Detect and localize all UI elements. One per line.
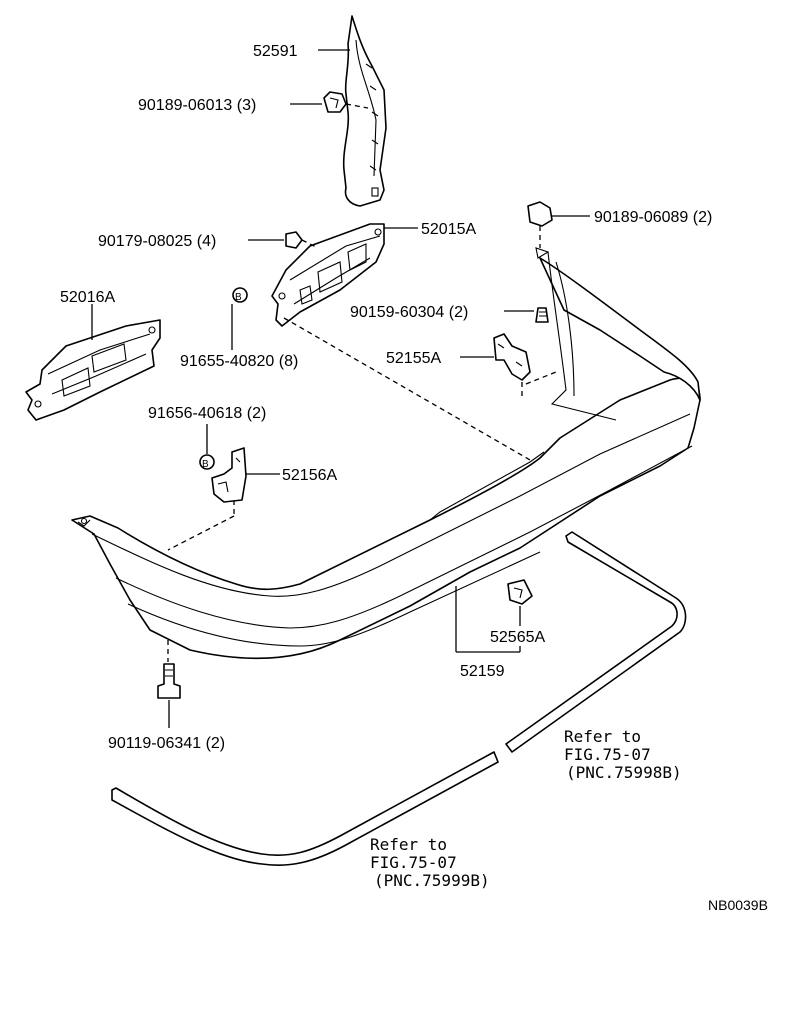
part-52155A-bracket: 52155A bbox=[386, 333, 557, 396]
reference-note-right: Refer to FIG.75-07 (PNC.75998B) bbox=[564, 727, 682, 782]
part-91655-40820: B 91655-40820 (8) bbox=[180, 287, 298, 370]
ref-right-line1: Refer to bbox=[564, 727, 641, 746]
label-90189-06089: 90189-06089 (2) bbox=[594, 209, 712, 226]
label-52591: 52591 bbox=[253, 43, 298, 60]
label-52159: 52159 bbox=[460, 663, 505, 680]
marker-b-upper: B bbox=[235, 292, 242, 303]
molding-left bbox=[111, 751, 499, 866]
ref-left-line1: Refer to bbox=[370, 835, 447, 854]
callout-52159: 52159 bbox=[455, 586, 521, 680]
reference-note-left: Refer to FIG.75-07 (PNC.75999B) bbox=[370, 835, 490, 890]
part-90179-08025-nut: 90179-08025 (4) bbox=[98, 231, 319, 250]
part-90189-06089-clip: 90189-06089 (2) bbox=[527, 201, 712, 248]
part-90189-06013-clip: 90189-06013 (3) bbox=[138, 91, 369, 114]
part-90159-60304-screw: 90159-60304 (2) bbox=[350, 304, 549, 323]
label-90119-06341: 90119-06341 (2) bbox=[108, 735, 225, 752]
ref-left-line3: (PNC.75999B) bbox=[374, 871, 490, 890]
ref-right-line2: FIG.75-07 bbox=[564, 745, 651, 764]
part-52156A-bracket: 52156A bbox=[211, 447, 337, 503]
label-90159-60304: 90159-60304 (2) bbox=[350, 304, 468, 321]
ref-left-line2: FIG.75-07 bbox=[370, 853, 457, 872]
label-90179-08025: 90179-08025 (4) bbox=[98, 233, 216, 250]
part-52016A-bracket: 52016A bbox=[25, 289, 161, 421]
assembly-leader-lines bbox=[167, 317, 531, 662]
label-91655-40820: 91655-40820 (8) bbox=[180, 353, 298, 370]
part-52159-bumper-cover bbox=[71, 247, 701, 660]
label-52156A: 52156A bbox=[282, 467, 337, 484]
ref-right-line3: (PNC.75998B) bbox=[566, 763, 682, 782]
part-52015A-bracket bbox=[271, 223, 385, 327]
molding-right bbox=[505, 531, 687, 753]
part-91656-40618: B 91656-40618 (2) bbox=[148, 405, 266, 470]
label-91656-40618: 91656-40618 (2) bbox=[148, 405, 266, 422]
label-90189-06013: 90189-06013 (3) bbox=[138, 97, 256, 114]
label-52016A: 52016A bbox=[60, 289, 115, 306]
label-52565A: 52565A bbox=[490, 629, 545, 646]
callout-52591: 52591 bbox=[253, 43, 350, 60]
label-52015A: 52015A bbox=[421, 221, 476, 238]
callout-52015A: 52015A bbox=[384, 221, 476, 238]
part-52565A-clip: 52565A bbox=[490, 579, 545, 646]
marker-b-lower: B bbox=[202, 459, 209, 470]
part-52591-retainer bbox=[342, 15, 387, 207]
label-52155A: 52155A bbox=[386, 350, 441, 367]
drawing-code: NB0039B bbox=[708, 897, 768, 913]
part-90119-06341-bolt: 90119-06341 (2) bbox=[108, 663, 225, 752]
